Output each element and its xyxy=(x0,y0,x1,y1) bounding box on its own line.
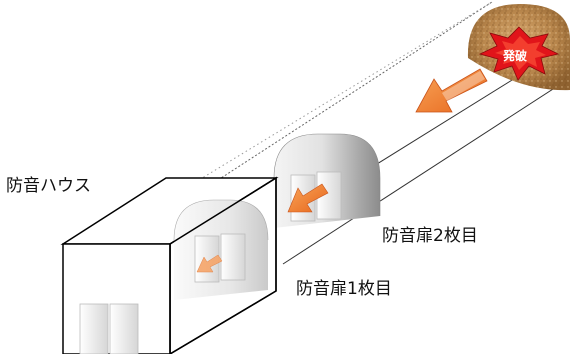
soundproof-door-2 xyxy=(273,133,381,228)
explosion-burst-icon: 発破 xyxy=(478,26,560,81)
arrow-icon xyxy=(196,254,223,273)
soundproof-house-label: 防音ハウス xyxy=(6,176,91,196)
door-1-label: 防音扉1枚目 xyxy=(296,279,392,299)
soundproof-door-1 xyxy=(173,199,269,300)
door-2-label: 防音扉2枚目 xyxy=(382,226,478,246)
house-entrance-door xyxy=(79,303,139,354)
soundproof-house-edges xyxy=(169,176,277,354)
arrow-icon xyxy=(287,183,329,213)
blast-label: 発破 xyxy=(502,48,527,63)
arrow-icon xyxy=(415,68,488,113)
